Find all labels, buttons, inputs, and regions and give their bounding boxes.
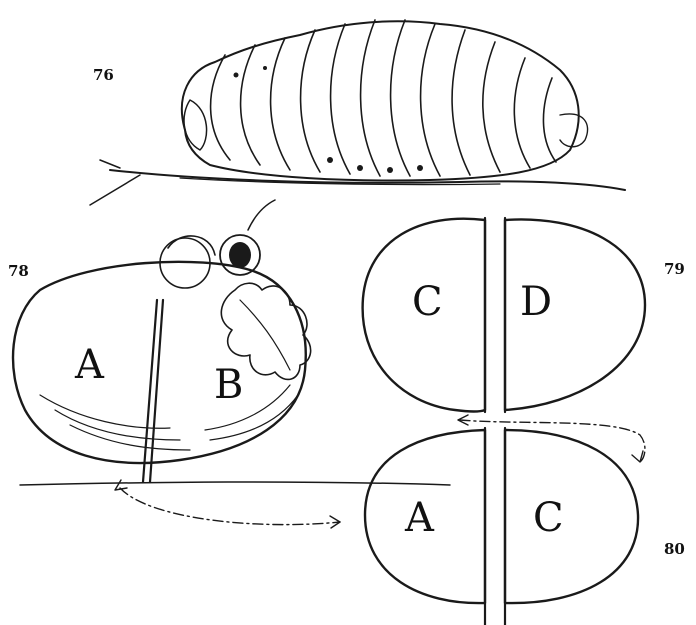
figure-number-79: 79 — [664, 260, 685, 278]
label-78-left: A — [75, 345, 104, 385]
connector-arrows — [115, 415, 645, 528]
figure-number-80: 80 — [664, 540, 685, 558]
figure-number-76: 76 — [93, 66, 114, 84]
label-80-left: A — [405, 498, 434, 538]
label-79-right: D — [520, 282, 552, 322]
figure-number-78: 78 — [8, 262, 29, 280]
larva-illustration — [90, 20, 625, 205]
acorns-illustration — [160, 200, 275, 288]
egg-79-diagram — [363, 218, 645, 412]
label-78-right: B — [214, 365, 243, 405]
label-80-right: C — [533, 498, 564, 538]
label-79-left: C — [412, 282, 443, 322]
